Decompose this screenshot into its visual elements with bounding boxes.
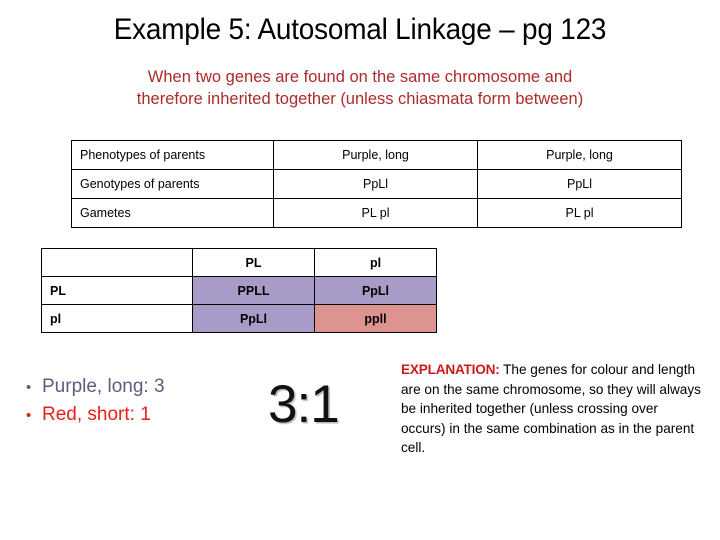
row-label-genotypes: Genotypes of parents — [71, 169, 274, 199]
bullet-label-purple-long: Purple, long: 3 — [42, 376, 165, 397]
page-title: Example 5: Autosomal Linkage – pg 123 — [113, 13, 607, 46]
subtitle-line-1: When two genes are found on the same chr… — [147, 67, 573, 86]
bullet-dot-icon: • — [26, 379, 32, 396]
parent2-gametes: PL pl — [477, 198, 682, 228]
parents-cross-table: Phenotypes of parents Purple, long Purpl… — [71, 140, 682, 228]
parent1-gametes: PL pl — [273, 198, 478, 228]
explanation-body: The genes for colour and length are on t… — [401, 362, 701, 455]
table-row: PL PPLL PpLl — [41, 276, 437, 305]
bullet-label-red-short: Red, short: 1 — [42, 404, 151, 425]
explanation-heading: EXPLANATION: — [401, 362, 500, 377]
punnett-col-header-1: PL — [192, 248, 315, 277]
parent2-phenotype: Purple, long — [477, 140, 682, 170]
explanation-block: EXPLANATION: The genes for colour and le… — [401, 360, 701, 458]
parent1-phenotype: Purple, long — [273, 140, 478, 170]
parent2-genotype: PpLl — [477, 169, 682, 199]
bullet-dot-icon: • — [26, 407, 32, 424]
table-row: Genotypes of parents PpLl PpLl — [71, 169, 682, 199]
punnett-cell-r2c1: PpLl — [192, 304, 315, 333]
table-row: Phenotypes of parents Purple, long Purpl… — [71, 140, 682, 170]
slide-subtitle: When two genes are found on the same chr… — [30, 66, 690, 110]
list-item: • Purple, long: 3 — [26, 373, 256, 401]
punnett-row-header-1: PL — [41, 276, 193, 305]
list-item: • Red, short: 1 — [26, 401, 256, 429]
table-row: pl PpLl ppll — [41, 304, 437, 333]
table-row: Gametes PL pl PL pl — [71, 198, 682, 228]
row-label-phenotypes: Phenotypes of parents — [71, 140, 274, 170]
subtitle-line-2: therefore inherited together (unless chi… — [136, 89, 584, 108]
punnett-row-header-2: pl — [41, 304, 193, 333]
punnett-cell-r1c1: PPLL — [192, 276, 315, 305]
row-label-gametes: Gametes — [71, 198, 274, 228]
punnett-square-table: PL pl PL PPLL PpLl pl PpLl ppll — [41, 248, 437, 333]
punnett-col-header-2: pl — [314, 248, 437, 277]
ratio-bullet-list: • Purple, long: 3 • Red, short: 1 — [26, 373, 256, 429]
table-row: PL pl — [41, 248, 437, 277]
punnett-cell-r2c2: ppll — [314, 304, 437, 333]
punnett-cell-r1c2: PpLl — [314, 276, 437, 305]
phenotypic-ratio-display: 3:1 — [268, 375, 340, 434]
punnett-corner-cell — [41, 248, 193, 277]
parent1-genotype: PpLl — [273, 169, 478, 199]
